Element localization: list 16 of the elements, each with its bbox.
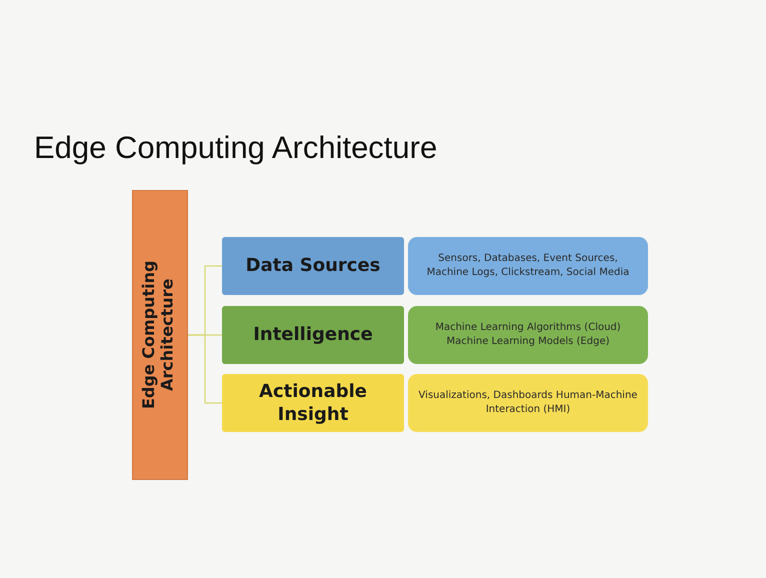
title: Edge Computing Architecture <box>34 130 438 166</box>
layer-box <box>222 374 404 432</box>
detail-box <box>408 237 648 295</box>
connector-line <box>188 334 222 404</box>
detail-box <box>408 306 648 364</box>
layer-label: Intelligence <box>253 323 373 347</box>
detail-text: Machine Learning Algorithms (Cloud) Machine Learning Models (Edge) <box>434 321 622 349</box>
detail-text: Visualizations, Dashboards Human-Machine Interaction (HMI) <box>418 389 638 417</box>
layer-box <box>222 237 404 295</box>
layer-label: Actionable Insight <box>258 380 368 426</box>
detail-text: Sensors, Databases, Event Sources, Machine Logs, Clickstream, Social Media <box>426 252 630 280</box>
detail-box <box>408 374 648 432</box>
layer-label: Data Sources <box>246 254 380 278</box>
category-bar <box>132 190 188 480</box>
bar-label: Edge Computing Architecture <box>140 260 178 412</box>
layer-box <box>222 306 404 364</box>
